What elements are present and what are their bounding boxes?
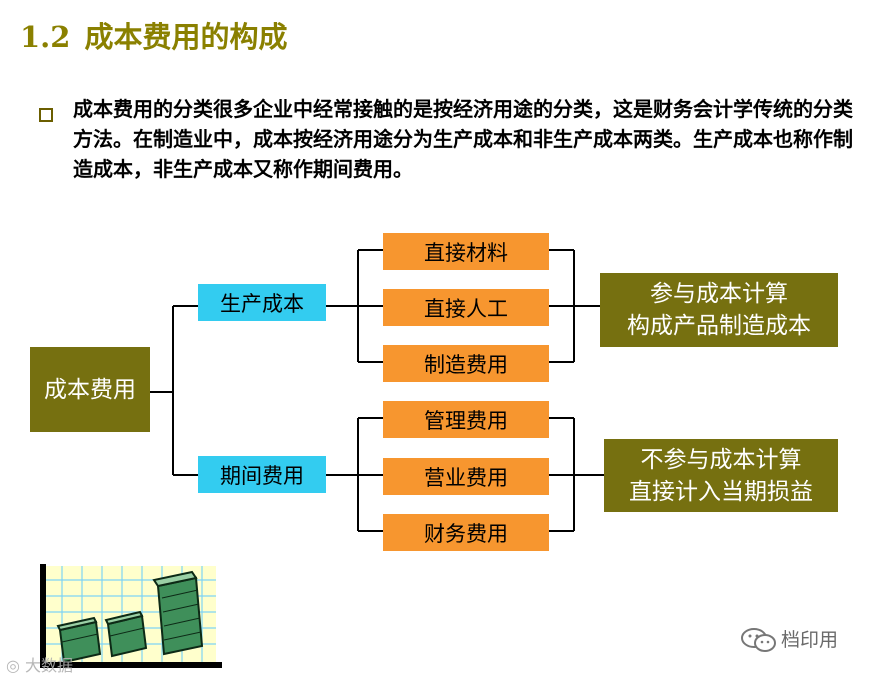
root-label: 成本费用 — [44, 374, 136, 406]
watermark-brand: 档印用 — [781, 625, 838, 652]
branch-period-expense: 期间费用 — [198, 456, 326, 493]
result-node-production: 参与成本计算 构成产品制造成本 — [600, 273, 838, 347]
branch-label: 生产成本 — [220, 288, 304, 318]
item-node: 营业费用 — [383, 458, 549, 495]
result-line: 直接计入当期损益 — [629, 476, 813, 508]
item-node: 直接材料 — [383, 233, 549, 270]
item-node: 财务费用 — [383, 514, 549, 551]
branch-production-cost: 生产成本 — [198, 284, 326, 321]
corner-logo-icon: ◎ — [6, 656, 25, 675]
branch-label: 期间费用 — [220, 460, 304, 490]
result-node-period: 不参与成本计算 直接计入当期损益 — [604, 439, 838, 512]
result-line: 构成产品制造成本 — [627, 310, 811, 342]
corner-watermark: ◎ 大数据 — [6, 652, 73, 676]
item-label: 制造费用 — [424, 349, 508, 379]
item-label: 直接材料 — [424, 237, 508, 267]
root-node: 成本费用 — [30, 347, 150, 432]
item-node: 直接人工 — [383, 289, 549, 326]
item-label: 直接人工 — [424, 293, 508, 323]
item-label: 财务费用 — [424, 518, 508, 548]
wechat-icon — [740, 626, 778, 654]
item-label: 营业费用 — [424, 462, 508, 492]
item-node: 制造费用 — [383, 345, 549, 382]
result-line: 参与成本计算 — [650, 278, 788, 310]
item-label: 管理费用 — [424, 405, 508, 435]
result-line: 不参与成本计算 — [641, 444, 802, 476]
corner-watermark-text: 大数据 — [25, 656, 73, 675]
item-node: 管理费用 — [383, 401, 549, 438]
